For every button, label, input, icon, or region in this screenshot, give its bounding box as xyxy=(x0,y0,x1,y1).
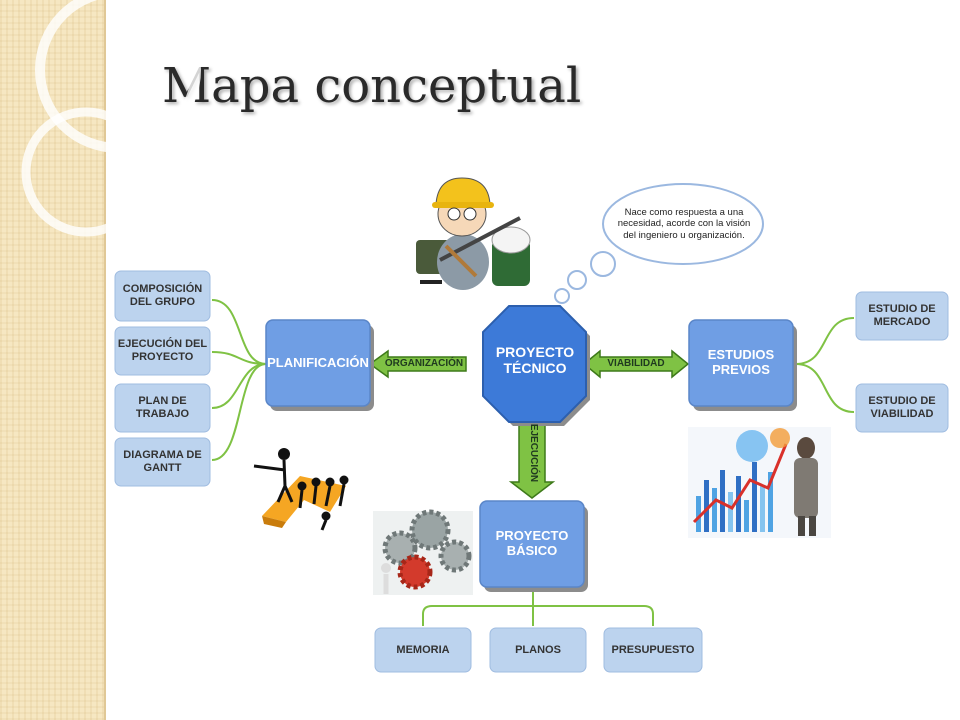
center-node-label: PROYECTO TÉCNICO xyxy=(495,343,575,376)
business-chart-illustration xyxy=(688,427,831,538)
basico-child-label: PRESUPUESTO xyxy=(611,643,695,656)
estudios-child-boxes xyxy=(855,291,949,433)
arrow-organizacion xyxy=(368,349,467,379)
engineer-illustration xyxy=(416,177,531,290)
estudios-box xyxy=(688,319,797,411)
basico-child-label: PLANOS xyxy=(515,643,561,656)
sidebar-decoration xyxy=(21,0,201,237)
planificacion-node-label: PLANIFICACIÓN xyxy=(267,354,369,370)
estudios-connectors xyxy=(795,317,855,413)
page-title: Mapa conceptual xyxy=(162,58,582,114)
thought-bubble xyxy=(554,183,764,304)
arrow-label-organizacion: ORGANIZACIÓN xyxy=(384,358,464,370)
basico-box xyxy=(479,500,588,592)
basico-node-label: PROYECTO BÁSICO xyxy=(495,528,569,558)
leader-illustration xyxy=(253,448,349,531)
arrow-ejecucion xyxy=(508,423,556,499)
planificacion-child-label: EJECUCIÓN DEL PROYECTO xyxy=(117,338,208,363)
estudios-child-label: ESTUDIO DE MERCADO xyxy=(868,303,936,328)
arrow-viabilidad xyxy=(582,349,690,379)
basico-child-boxes xyxy=(374,627,703,673)
estudios-node-label: ESTUDIOS PREVIOS xyxy=(707,347,775,377)
planificacion-child-label: PLAN DE TRABAJO xyxy=(135,395,190,420)
arrow-label-viabilidad: VIABILIDAD xyxy=(607,358,665,370)
thought-bubble-text: Nace como respuesta a una necesidad, aco… xyxy=(617,206,751,241)
center-octagon xyxy=(482,305,590,426)
arrow-label-ejecucion: EJECUCIÓN xyxy=(527,423,539,483)
gears-illustration xyxy=(373,509,473,595)
planificacion-child-boxes xyxy=(114,270,211,487)
planificacion-box xyxy=(265,319,374,411)
planificacion-connectors xyxy=(211,299,267,461)
planificacion-child-label: DIAGRAMA DE GANTT xyxy=(123,449,202,474)
basico-child-label: MEMORIA xyxy=(396,643,450,656)
estudios-child-label: ESTUDIO DE VIABILIDAD xyxy=(868,395,936,420)
planificacion-child-label: COMPOSICIÓN DEL GRUPO xyxy=(122,283,203,308)
